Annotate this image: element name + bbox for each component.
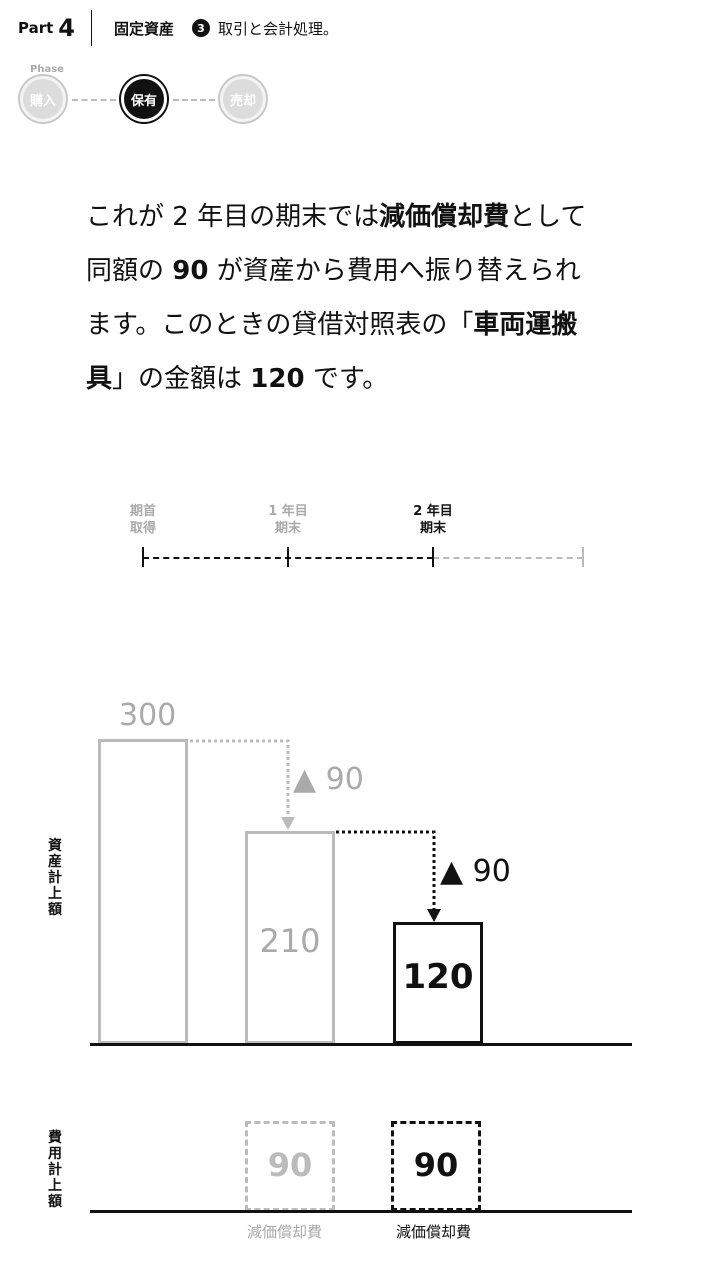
decrease-label-year2: ▲ 90 <box>440 854 511 889</box>
asset-value-year2: 120 <box>402 957 474 997</box>
expense-value-year2: 90 <box>413 1146 459 1184</box>
decrease-arrowhead-year1 <box>281 817 295 830</box>
text-run: です。 <box>304 364 389 394</box>
expense-name-year1: 減価償却費 <box>247 1223 323 1241</box>
timeline-label-year2: 2 年目 期末 <box>393 503 473 537</box>
part-label: Part <box>18 19 54 37</box>
timeline-label-line: 2 年目 <box>413 504 453 519</box>
asset-bar-year1: 210 <box>245 830 335 1044</box>
step-number-badge: 3 <box>192 19 210 37</box>
header-divider <box>90 10 92 46</box>
phase-connector <box>173 99 215 101</box>
timeline-remaining <box>433 557 583 559</box>
expense-name-year2: 減価償却費 <box>396 1223 472 1241</box>
phase-step-sell: 売却 <box>220 76 266 122</box>
text-line: これが 2 年目の期末では減価償却費として <box>86 190 646 244</box>
expense-value-year1: 90 <box>267 1146 313 1184</box>
decrease-arrow-year1 <box>190 739 290 818</box>
phase-label: Phase <box>30 64 64 75</box>
timeline-label-year1: 1 年目 期末 <box>248 503 328 537</box>
explanation-text: これが 2 年目の期末では減価償却費として 同額の 90 が資産から費用へ振り替… <box>86 190 646 406</box>
phase-step-purchase: 購入 <box>20 76 66 122</box>
timeline-tick <box>287 547 289 567</box>
part-number: 4 <box>58 14 75 42</box>
timeline-label-line: 期末 <box>419 521 446 536</box>
asset-baseline <box>90 1043 632 1046</box>
expense-axis-label: 費用計上額 <box>48 1130 62 1210</box>
decrease-arrow-year2 <box>336 830 436 910</box>
decrease-label-year1: ▲ 90 <box>293 762 364 797</box>
expense-bar-year1: 90 <box>245 1121 335 1211</box>
timeline-label-line: 期末 <box>274 521 301 536</box>
timeline-label-line: 1 年目 <box>268 504 308 519</box>
text-line: 同額の 90 が資産から費用へ振り替えられ <box>86 244 646 298</box>
text-run: ます。このときの貸借対照表の「 <box>86 310 474 340</box>
text-run: として <box>509 202 587 232</box>
subsection-title: 取引と会計処理。 <box>218 19 339 38</box>
timeline-tick <box>432 547 434 567</box>
text-run: が資産から費用へ振り替えられ <box>208 256 581 286</box>
timeline-label-line: 取得 <box>129 521 156 536</box>
text-run: これが 2 年目の期末では <box>86 202 380 232</box>
text-line: ます。このときの貸借対照表の「車両運搬 <box>86 298 646 352</box>
asset-value-start: 300 <box>119 698 177 733</box>
timeline-tick <box>582 547 584 567</box>
text-line: 具」の金額は 120 です。 <box>86 352 646 406</box>
amount-120: 120 <box>250 364 305 394</box>
timeline-tick <box>142 547 144 567</box>
term-depreciation: 減価償却費 <box>379 202 510 232</box>
timeline-label-start: 期首 取得 <box>103 503 183 537</box>
text-run: 」の金額は <box>112 364 251 394</box>
phase-connector <box>72 99 116 101</box>
asset-value-year1: 210 <box>259 921 321 960</box>
asset-axis-label: 資産計上額 <box>48 838 62 918</box>
term-vehicle: 車両運搬 <box>473 310 578 340</box>
timeline-label-line: 期首 <box>129 504 156 519</box>
header: Part 4 固定資産 3 取引と会計処理。 <box>18 10 338 46</box>
expense-bar-year2: 90 <box>391 1121 481 1211</box>
phase-step-hold: 保有 <box>121 76 167 122</box>
expense-baseline <box>90 1210 632 1213</box>
amount-90: 90 <box>172 256 209 286</box>
decrease-arrowhead-year2 <box>427 909 441 922</box>
section-title: 固定資産 <box>113 19 174 38</box>
term-vehicle-end: 具 <box>86 364 113 394</box>
asset-bar-year2: 120 <box>393 922 483 1044</box>
text-run: 同額の <box>86 256 173 286</box>
asset-bar-start <box>98 739 188 1044</box>
